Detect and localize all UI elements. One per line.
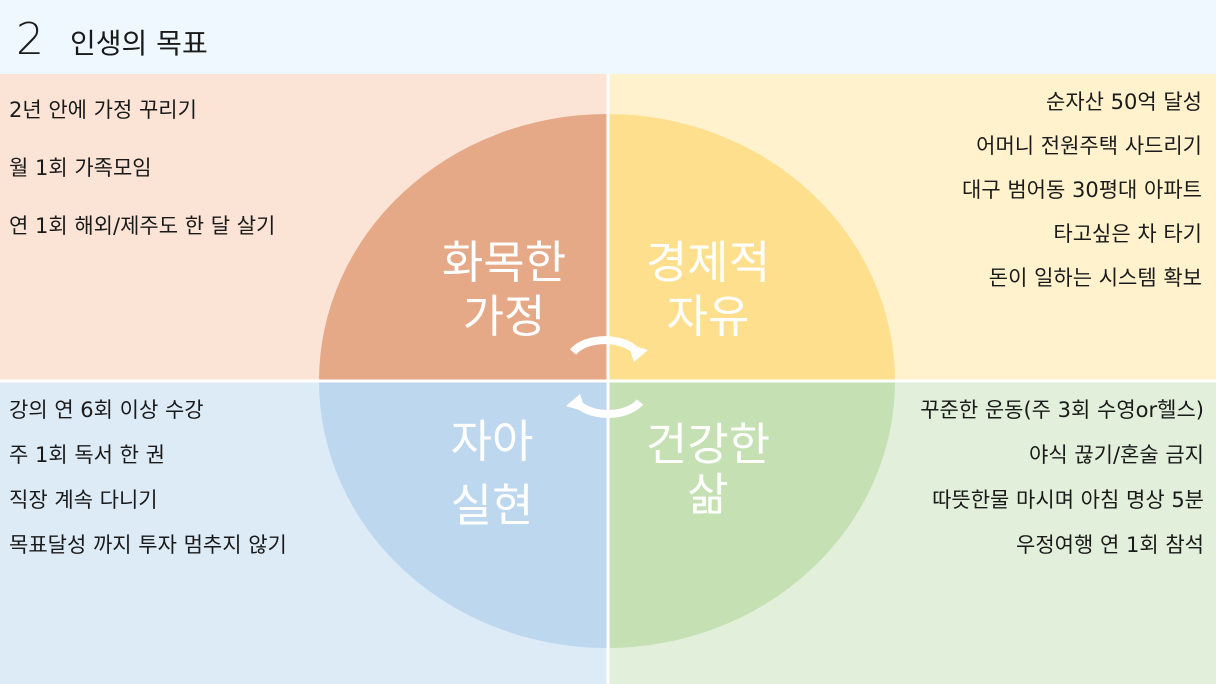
goal-item: 야식 끊기/혼술 금지: [1029, 443, 1204, 467]
goal-item: 꾸준한 운동(주 3회 수영or헬스): [920, 398, 1204, 422]
goal-item: 연 1회 해외/제주도 한 달 살기: [9, 214, 276, 238]
segment-label-family: 화목한 가정: [441, 236, 567, 343]
slide-title: 인생의 목표: [70, 27, 208, 60]
goal-item: 목표달성 까지 투자 멈추지 않기: [9, 533, 287, 557]
segment-label-health: 건강한 삶: [645, 418, 771, 521]
goal-item: 대구 범어동 30평대 아파트: [962, 178, 1202, 202]
goal-item: 주 1회 독서 한 권: [9, 443, 165, 467]
goal-list-family: 2년 안에 가정 꾸리기 월 1회 가족모임 연 1회 해외/제주도 한 달 살…: [9, 92, 275, 266]
goal-item: 따뜻한물 마시며 아침 명상 5분: [932, 488, 1204, 512]
goal-item: 돈이 일하는 시스템 확보: [988, 266, 1202, 290]
wheel-segment-finance: [607, 114, 895, 381]
goal-item: 순자산 50억 달성: [1046, 90, 1202, 114]
segment-label-self-realization: 자아 실현: [450, 415, 534, 532]
cycle-arrows-icon: [566, 336, 648, 418]
goal-list-self-realization: 강의 연 6회 이상 수강 주 1회 독서 한 권 직장 계속 다니기 목표달성…: [9, 392, 287, 572]
goal-item: 타고싶은 차 타기: [1053, 222, 1202, 246]
wheel-segment-health: [607, 381, 895, 648]
slide-header: 2 인생의 목표: [0, 0, 1216, 74]
goal-list-finance: 순자산 50억 달성 어머니 전원주택 사드리기 대구 범어동 30평대 아파트…: [962, 84, 1202, 304]
wheel-segment-self-realization: [319, 381, 607, 648]
goal-item: 직장 계속 다니기: [9, 488, 158, 512]
goal-item: 어머니 전원주택 사드리기: [976, 134, 1202, 158]
goal-item: 2년 안에 가정 꾸리기: [9, 98, 197, 122]
wheel-segment-family: [319, 114, 607, 381]
slide-number: 2: [16, 14, 44, 65]
goal-item: 월 1회 가족모임: [9, 156, 152, 180]
goal-list-health: 꾸준한 운동(주 3회 수영or헬스) 야식 끊기/혼술 금지 따뜻한물 마시며…: [920, 392, 1204, 572]
goal-item: 우정여행 연 1회 참석: [1016, 533, 1204, 557]
segment-label-finance: 경제적 자유: [645, 236, 771, 343]
goal-item: 강의 연 6회 이상 수강: [9, 398, 204, 422]
